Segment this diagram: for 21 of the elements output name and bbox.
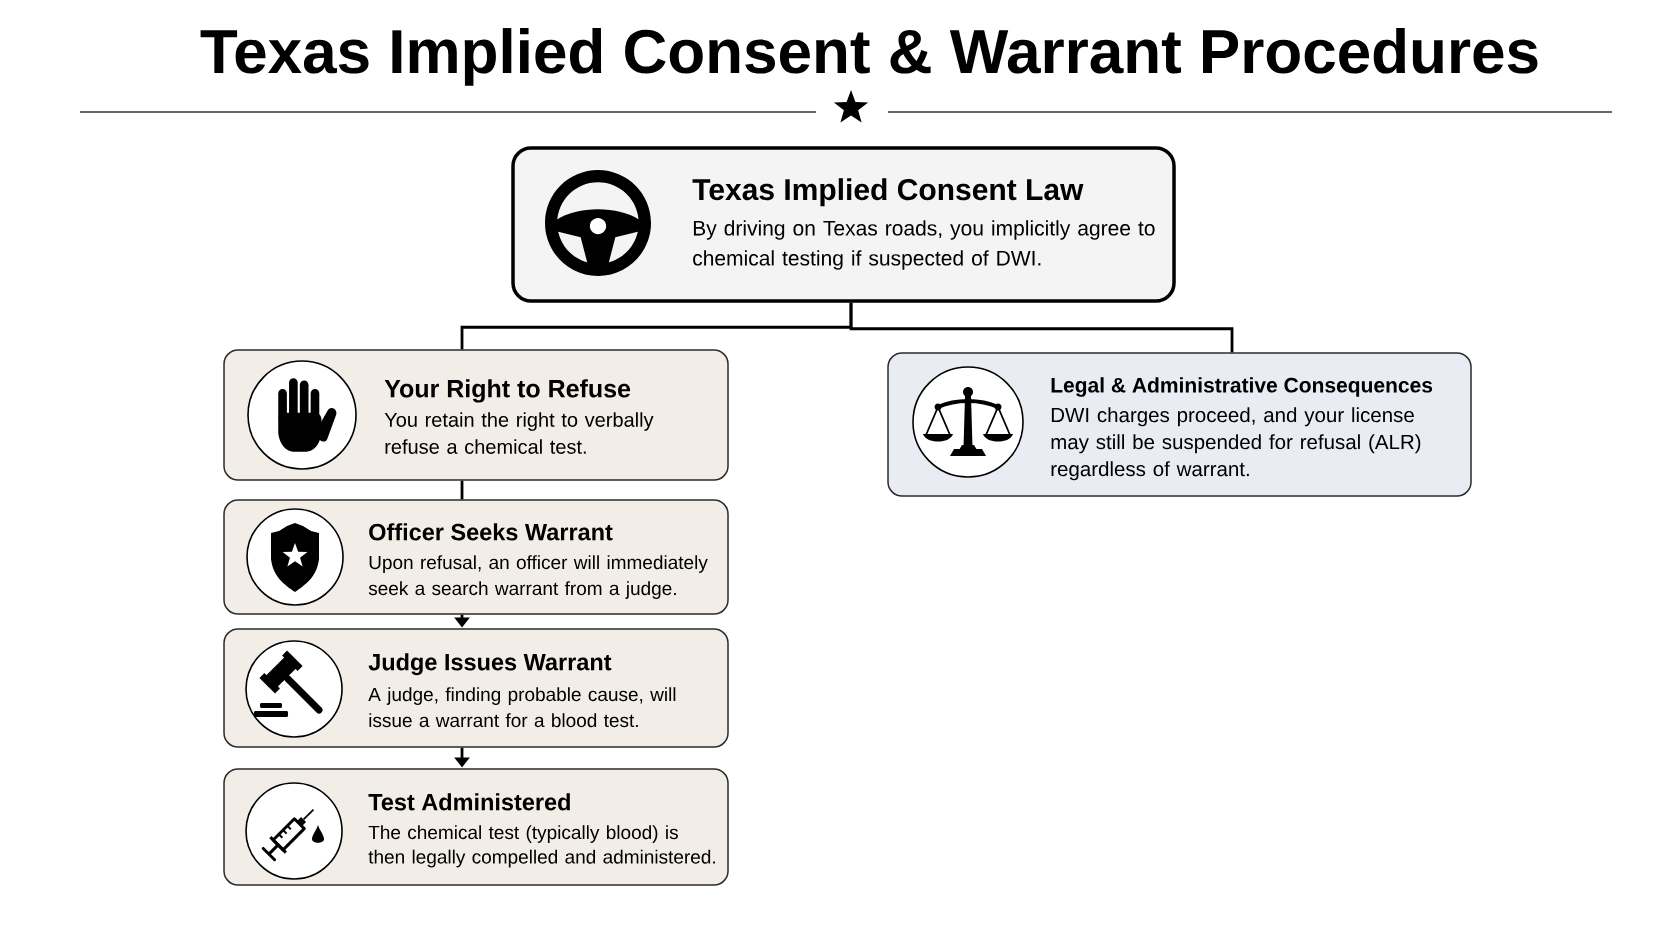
title: Texas Implied Consent & Warrant Procedures [200, 28, 1538, 86]
heading: Texas Implied Consent Law [692, 178, 1084, 207]
heading: Your Right to Refuse [384, 379, 631, 403]
step-card [887, 352, 1472, 497]
description: A judge, finding probable cause, will issue a warrant for a blood test. [368, 687, 676, 728]
description: The chemical test (typically blood) is then legally compelled and administered. [368, 825, 715, 868]
description: Upon refusal, an officer will immediately seek a search warrant from a judge. [368, 555, 708, 599]
heading: Judge Issues Warrant [368, 653, 612, 676]
description: You retain the right to verbally refuse a chemical test. [384, 412, 654, 454]
heading: Officer Seeks Warrant [369, 523, 613, 541]
step-card [223, 349, 729, 481]
heading: Legal & Administrative Consequences [1051, 377, 1433, 397]
heading: Test Administered [368, 793, 570, 811]
step-card [511, 146, 1176, 303]
step-card [223, 628, 729, 748]
description: DWI charges proceed, and your license may still be suspended for refusal (ALR) regardless of warrant. [1051, 407, 1421, 481]
step-card [223, 768, 729, 886]
description: By driving on Texas roads, you implicitly agree to chemical testing if suspected of DWI. [693, 220, 1155, 270]
step-card [223, 499, 729, 615]
connector [460, 480, 464, 500]
connector [849, 302, 1234, 353]
